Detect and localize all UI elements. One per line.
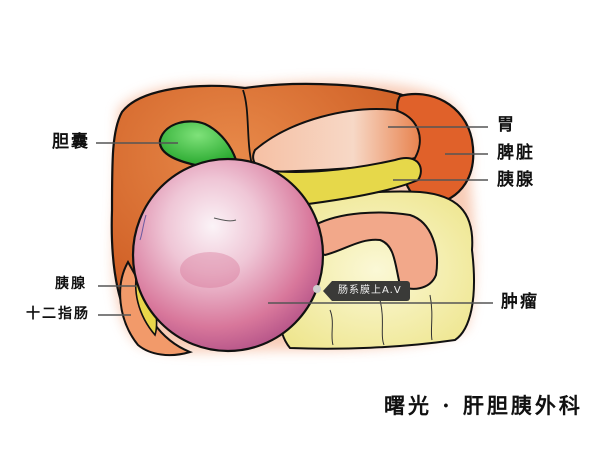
label-duodenum: 十二指肠 — [26, 306, 90, 322]
label-pancreas-body: 胰腺 — [497, 170, 535, 190]
tumor-vessel-2 — [139, 214, 147, 241]
vessel-tag: 肠系膜上A.V — [323, 281, 410, 301]
label-gallbladder: 胆囊 — [52, 132, 90, 152]
leader-lines — [96, 126, 493, 316]
liver-fissure — [242, 89, 253, 166]
label-pancreas-head: 胰腺 — [55, 276, 87, 292]
tumor-shape — [131, 157, 325, 353]
intestine-folds — [329, 294, 433, 346]
label-tumor: 肿瘤 — [501, 292, 539, 312]
tumor-vessel — [213, 217, 237, 222]
tag-anchor-dot — [313, 285, 321, 293]
figure-title: 曙光 · 肝胆胰外科 — [384, 393, 583, 418]
label-stomach: 胃 — [497, 115, 516, 135]
tumor-shade — [180, 252, 240, 288]
label-spleen: 脾脏 — [497, 143, 535, 163]
